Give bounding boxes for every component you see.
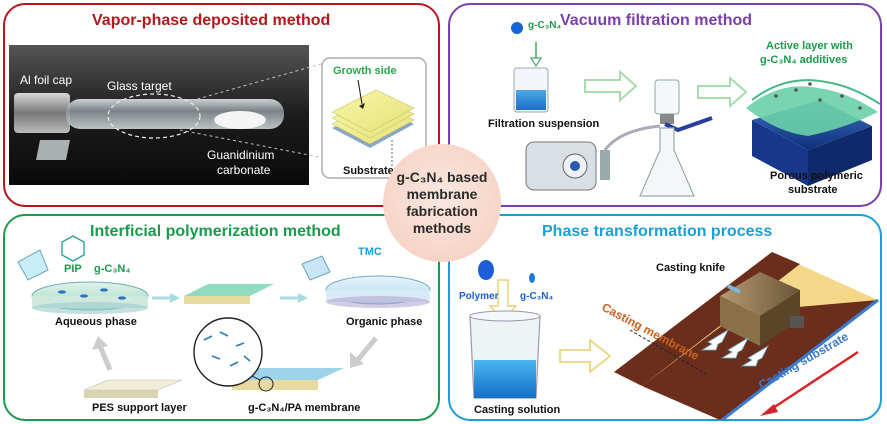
label-substrate: Substrate [343, 165, 394, 177]
label-aqueous-phase: Aqueous phase [55, 316, 137, 328]
label-casting-solution: Casting solution [474, 404, 561, 416]
casting-knife [720, 272, 800, 316]
label-al-foil: Al foil cap [20, 73, 73, 87]
label-filtration-suspension: Filtration suspension [488, 118, 600, 130]
organic-pour-beaker [301, 255, 331, 281]
magnified-view [193, 317, 263, 387]
label-vacuum-gcn: g-C₃N₄ [528, 20, 562, 31]
label-tmc: TMC [358, 246, 382, 258]
al-foil-cap [14, 93, 70, 133]
center-circle: g-C₃N₄ based membrane fabrication method… [383, 144, 501, 262]
label-porous-1: Porous polymeric [770, 170, 863, 182]
center-line-4: methods [412, 220, 472, 236]
label-pes-support: PES support layer [92, 402, 187, 414]
gcn-drop-icon [529, 273, 535, 283]
guanidinium-powder [214, 111, 266, 129]
gcn-dot-icon [511, 22, 523, 34]
active-layer [746, 86, 878, 136]
vapor-phase-title: Vapor-phase deposited method [92, 12, 331, 29]
tube-stand [36, 140, 70, 160]
arrow-1 [584, 69, 638, 103]
label-polymer: Polymer [459, 291, 499, 302]
pip-molecule [61, 235, 85, 262]
label-phase-gcn: g-C₃N₄ [520, 291, 554, 302]
interfacial-polymerization-title: Interficial polymerization method [90, 223, 341, 240]
label-casting-knife: Casting knife [656, 262, 726, 274]
pa-membrane-slab [232, 368, 344, 380]
polymer-drop-icon [478, 260, 494, 280]
arrow-2 [697, 75, 748, 109]
phase-transformation-title: Phase transformation process [542, 223, 773, 240]
label-active-layer-2: g-C₃N₄ additives [760, 54, 848, 66]
label-organic-phase: Organic phase [346, 316, 423, 328]
glass-target-ring [107, 93, 201, 139]
aqueous-pour-beaker [17, 249, 49, 281]
label-guanidinium: Guanidinium [207, 148, 275, 162]
center-line-3: fabrication [406, 203, 478, 219]
label-growth-side: Growth side [333, 65, 397, 77]
label-porous-2: substrate [788, 184, 838, 196]
pes-coated-slab [184, 284, 274, 296]
label-carbonate: carbonate [217, 163, 271, 177]
label-pip: PIP [64, 263, 82, 275]
interfacial-polymerization-panel [3, 214, 440, 421]
vacuum-filtration-title: Vacuum filtration method [560, 12, 753, 29]
label-pa-membrane: g-C₃N₄/PA membrane [248, 402, 361, 414]
label-active-layer-1: Active layer with [766, 40, 853, 52]
label-interfacial-gcn: g-C₃N₄ [94, 263, 131, 275]
label-glass-target: Glass target [107, 79, 172, 93]
center-line-1: g-C₃N₄ based [396, 169, 488, 185]
center-line-2: membrane [406, 186, 478, 202]
filter-flask [639, 127, 695, 197]
